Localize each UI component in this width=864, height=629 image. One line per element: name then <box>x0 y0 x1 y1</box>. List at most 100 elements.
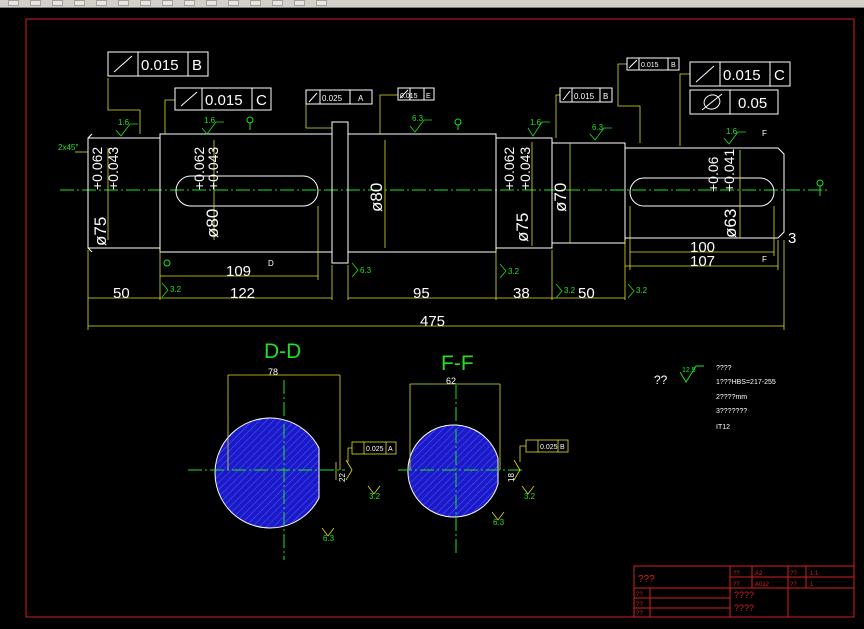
tb-cell: ?? <box>790 571 797 577</box>
fcf-tol: 0.025 <box>540 444 558 451</box>
section-mark-d: D <box>268 259 274 268</box>
fcf-tol: 0.015 <box>400 93 418 100</box>
roughness-value: 6.3 <box>493 518 505 527</box>
section-width: 78 <box>268 367 278 377</box>
note-line: IT12 <box>716 424 730 431</box>
fcf-tol: 0.015 <box>574 92 595 101</box>
tb-cell: ?? <box>636 611 643 617</box>
keyway-right <box>629 177 775 207</box>
drawing-frame <box>25 18 855 618</box>
save-icon[interactable] <box>52 0 63 6</box>
technical-notes: ?? 12.5 ???? 1???HBS=217-255 2????mm 3??… <box>654 365 776 431</box>
fcf-tol: 0.015 <box>641 62 659 69</box>
diameter-main: ø75 <box>513 213 532 242</box>
roughness-value: 1.6 <box>204 116 216 125</box>
open-icon[interactable] <box>30 0 41 6</box>
fcf-datum: B <box>192 57 202 74</box>
tb-cell: ?? <box>636 592 643 598</box>
fcf-datum: B <box>671 62 676 69</box>
dimension-lines <box>75 63 785 330</box>
datum-symbol-icon <box>163 116 824 267</box>
tb-cell: ?? <box>636 602 643 608</box>
section-key-depth: 18 <box>507 473 516 482</box>
tb-cell: ?? <box>733 582 740 588</box>
notes-marker: ?? <box>654 373 668 387</box>
diameter-tol: +0.043 <box>205 147 221 190</box>
tb-cell: ?? <box>733 571 740 577</box>
diameter-main: ø70 <box>551 183 570 212</box>
redo-icon[interactable] <box>206 0 217 6</box>
fcf-tol: 0.025 <box>366 446 384 453</box>
length-value: 3 <box>788 230 796 247</box>
fcf-tol: 0.015 <box>723 67 761 84</box>
roughness-symbol-icon <box>115 119 746 299</box>
toolbar <box>0 0 864 8</box>
diameter-labels: ø75 +0.062 +0.043 ø80 +0.062 +0.043 ø80 … <box>89 147 740 246</box>
roughness-value: 1.6 <box>118 118 130 127</box>
print-icon[interactable] <box>74 0 85 6</box>
fcf-datum: A <box>358 94 364 103</box>
pan-icon[interactable] <box>228 0 239 6</box>
section-width: 62 <box>446 376 456 386</box>
match-icon[interactable] <box>316 0 327 6</box>
cut-icon[interactable] <box>118 0 129 6</box>
fcf-datum: B <box>560 444 565 451</box>
length-value: 50 <box>113 285 130 302</box>
section-marks: D F F <box>268 129 767 268</box>
diameter-main: ø75 <box>91 217 110 246</box>
keyway-left <box>175 175 319 207</box>
roughness-value: 3.2 <box>524 492 536 501</box>
section-ff: F-F 62 18 0.025 B 3.2 6.3 <box>398 352 569 555</box>
shaft-outline <box>87 121 785 264</box>
properties-icon[interactable] <box>272 0 283 6</box>
diameter-tol: +0.062 <box>191 147 207 190</box>
layer-icon[interactable] <box>294 0 305 6</box>
tb-cell: A2 <box>755 571 763 577</box>
fcf-frames <box>107 51 791 115</box>
roughness-value: 3.2 <box>636 286 648 295</box>
diameter-main: ø80 <box>367 183 386 212</box>
new-icon[interactable] <box>8 0 19 6</box>
length-labels: 50 122 109 95 38 50 100 107 3 475 <box>113 230 796 330</box>
length-value: 475 <box>420 313 445 330</box>
roughness-values: 1.6 1.6 6.3 1.6 6.3 1.6 3.2 6.3 3.2 3.2 … <box>58 114 738 295</box>
fcf-datum: A <box>388 446 393 453</box>
roughness-value: 6.3 <box>592 123 604 132</box>
section-mark-f: F <box>762 255 767 264</box>
roughness-value: 12.5 <box>682 367 696 374</box>
fcf-tol: 0.015 <box>205 92 243 109</box>
paste-icon[interactable] <box>162 0 173 6</box>
section-key-depth: 22 <box>338 473 347 482</box>
length-value: 95 <box>413 285 430 302</box>
title-block: ??? ?? A2 ?? 1:1 ?? A012 ?? 1 ?? ?? ?? ?… <box>633 565 855 618</box>
note-line: 2????mm <box>716 394 747 401</box>
length-value: 38 <box>513 285 530 302</box>
preview-icon[interactable] <box>96 0 107 6</box>
length-value: 50 <box>578 285 595 302</box>
length-value: 109 <box>226 263 251 280</box>
roughness-value: 1.6 <box>726 127 738 136</box>
diameter-main: ø63 <box>721 209 740 238</box>
diameter-tol: +0.062 <box>89 147 105 190</box>
tb-cell: A012 <box>755 582 770 588</box>
note-line: ???? <box>716 365 732 372</box>
section-dd: D-D 78 22 0.025 A 3.2 6.3 <box>188 340 397 560</box>
zoom-icon[interactable] <box>250 0 261 6</box>
section-title: D-D <box>264 340 301 363</box>
roughness-value: 6.3 <box>412 114 424 123</box>
length-value: 100 <box>690 239 715 256</box>
roughness-value: 3.2 <box>369 492 381 501</box>
diameter-main: ø80 <box>203 209 222 238</box>
undo-icon[interactable] <box>184 0 195 6</box>
section-title: F-F <box>441 352 474 375</box>
fcf-tol: 0.025 <box>322 94 343 103</box>
roughness-value: 3.2 <box>508 267 520 276</box>
fcf-datum: E <box>426 93 431 100</box>
fcf-datum: C <box>774 67 785 84</box>
copy-icon[interactable] <box>140 0 151 6</box>
fcf-datum: B <box>603 92 608 101</box>
length-value: 122 <box>230 285 255 302</box>
